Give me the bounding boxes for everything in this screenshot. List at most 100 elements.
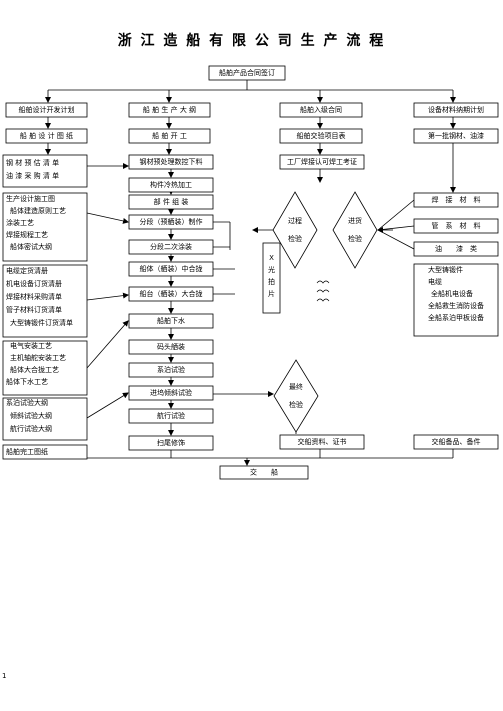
- node-label-large_items: 全船系泊甲板设备: [428, 313, 484, 322]
- flow-arrow: [86, 392, 129, 419]
- node-label-equipment_lists: 大型铸锻件订货清单: [10, 318, 73, 327]
- node-label-xray: 光: [268, 265, 275, 274]
- flow-line: [377, 199, 415, 231]
- node-label-launch: 船舶下水: [157, 316, 185, 325]
- node-label-large_items: 大型铸锻件: [428, 265, 463, 274]
- node-label-contract: 船舶产品合同签订: [219, 68, 275, 77]
- node-label-incoming_inspection: 检验: [348, 234, 362, 243]
- node-label-install_process: 电气安装工艺: [10, 341, 52, 350]
- flow-arrow: [86, 212, 129, 224]
- node-box-mooring_test: [128, 362, 214, 378]
- node-label-paint_material: 油 漆 类: [435, 244, 477, 253]
- node-box-prod_plan: [128, 102, 211, 118]
- node-label-xray: 拍: [268, 277, 275, 286]
- node-label-process_docs: 船体建造原则工艺: [10, 206, 66, 215]
- node-label-xray: 片: [268, 289, 275, 298]
- node-label-process_docs: 生产设计施工图: [6, 194, 55, 203]
- node-box-member_cold: [128, 177, 214, 193]
- node-box-hull_middle: [128, 261, 214, 277]
- flow-line: [377, 229, 415, 250]
- node-box-completion_drawings: [2, 444, 88, 460]
- node-label-final_inspection: 检验: [289, 400, 303, 409]
- node-box-steel_list: [2, 154, 88, 188]
- node-label-design_drawings: 船 舶 设 计 图 纸: [20, 131, 73, 140]
- wave-mark: [316, 280, 330, 284]
- node-box-design_plan: [5, 102, 88, 118]
- node-label-steel_list: 钢 材 预 估 清 单: [6, 158, 59, 167]
- node-label-mooring_test: 系泊试验: [157, 365, 185, 374]
- node-label-class_contract: 船舶入级合同: [300, 105, 342, 114]
- node-label-incoming_inspection: 进货: [348, 216, 362, 225]
- node-box-hull_final: [128, 286, 214, 302]
- node-box-trial_docs: [2, 397, 88, 441]
- node-label-delivery_spares: 交船备品、备件: [432, 437, 481, 446]
- node-box-material_plan: [413, 102, 499, 118]
- node-box-ship_start: [128, 128, 211, 144]
- node-label-pipe_material: 管 系 材 料: [432, 221, 481, 230]
- node-label-steel_pretreat: 钢材预处理数控下料: [140, 157, 203, 166]
- node-label-xray: X: [269, 254, 274, 262]
- node-label-design_plan: 船舶设计开发计划: [19, 105, 75, 114]
- node-box-welder_cert: [279, 154, 365, 170]
- node-label-large_items: 全船机电设备: [431, 289, 473, 298]
- node-label-equipment_lists: 电缆定货清册: [6, 266, 48, 275]
- node-box-sea_trial: [128, 408, 214, 424]
- wave-mark: [316, 298, 330, 302]
- flow-arrow: [86, 320, 129, 369]
- node-box-section_paint: [128, 239, 214, 255]
- node-label-equipment_lists: 管子材料订货清单: [6, 305, 62, 314]
- node-label-hull_middle: 船体（舾装）中合拢: [140, 264, 203, 273]
- node-diamond-final_inspection: [273, 359, 319, 433]
- node-label-section_build: 分段（预舾装）制作: [140, 217, 203, 226]
- node-box-class_contract: [279, 102, 363, 118]
- node-label-process_inspection: 过程: [288, 216, 302, 225]
- flow-line: [377, 225, 415, 231]
- node-label-delivery_docs: 交船资料、证书: [298, 437, 347, 446]
- node-label-process_inspection: 检验: [288, 234, 302, 243]
- node-label-delivery_table: 船舶交验项目表: [297, 131, 346, 140]
- node-label-equipment_lists: 焊接材料采购清单: [6, 292, 62, 301]
- node-label-incline_test: 进坞倾斜试验: [150, 388, 192, 397]
- node-box-incline_test: [128, 385, 214, 401]
- node-box-design_drawings: [5, 128, 88, 144]
- node-label-install_process: 主机轴舵安装工艺: [10, 353, 66, 362]
- node-label-sea_trial: 航行试验: [157, 411, 185, 420]
- node-box-delivery_table: [279, 128, 363, 144]
- node-label-trial_docs: 系泊试验大纲: [6, 398, 48, 407]
- node-box-first_steel: [413, 128, 499, 144]
- node-label-process_docs: 船体密试大纲: [10, 242, 52, 251]
- node-box-delivery_docs: [279, 434, 365, 450]
- wave-mark: [316, 289, 330, 293]
- node-box-pipe_material: [413, 218, 499, 234]
- node-diamond-incoming_inspection: [332, 191, 378, 269]
- node-label-quay_outfit: 码头舾装: [157, 342, 185, 351]
- node-label-trial_docs: 航行试验大纲: [10, 424, 52, 433]
- node-box-delivery_spares: [413, 434, 499, 450]
- node-box-steel_pretreat: [128, 154, 214, 170]
- node-box-process_docs: [2, 192, 88, 262]
- connector-lines: [45, 80, 456, 466]
- node-box-section_build: [128, 214, 214, 230]
- node-label-steel_list: 油 漆 采 购 清 单: [6, 171, 59, 180]
- node-label-weld_material: 焊 接 材 料: [432, 195, 481, 204]
- page-number: 1: [2, 672, 7, 680]
- node-label-install_process: 船体大合拢工艺: [10, 365, 59, 374]
- node-label-finishing: 扫尾修饰: [157, 438, 185, 447]
- node-box-delivery: [219, 465, 309, 480]
- node-label-process_docs: 涂装工艺: [6, 218, 34, 227]
- node-label-prod_plan: 船 舶 生 产 大 纲: [143, 105, 196, 114]
- node-box-contract: [208, 65, 286, 81]
- node-box-quay_outfit: [128, 339, 214, 355]
- node-box-launch: [128, 313, 214, 329]
- node-box-paint_material: [413, 241, 499, 257]
- node-label-large_items: 电缆: [428, 277, 442, 286]
- node-label-member_cold: 构件冷热加工: [150, 180, 192, 189]
- node-box-part_assembly: [128, 194, 214, 210]
- node-label-equipment_lists: 机电设备订货清册: [6, 279, 62, 288]
- node-label-material_plan: 设备材料纳期计划: [428, 105, 484, 114]
- node-label-part_assembly: 部 件 组 装: [154, 197, 189, 206]
- node-label-process_docs: 焊接规程工艺: [6, 230, 48, 239]
- node-box-equipment_lists: [2, 264, 88, 338]
- node-label-completion_drawings: 船舶完工图纸: [6, 447, 48, 456]
